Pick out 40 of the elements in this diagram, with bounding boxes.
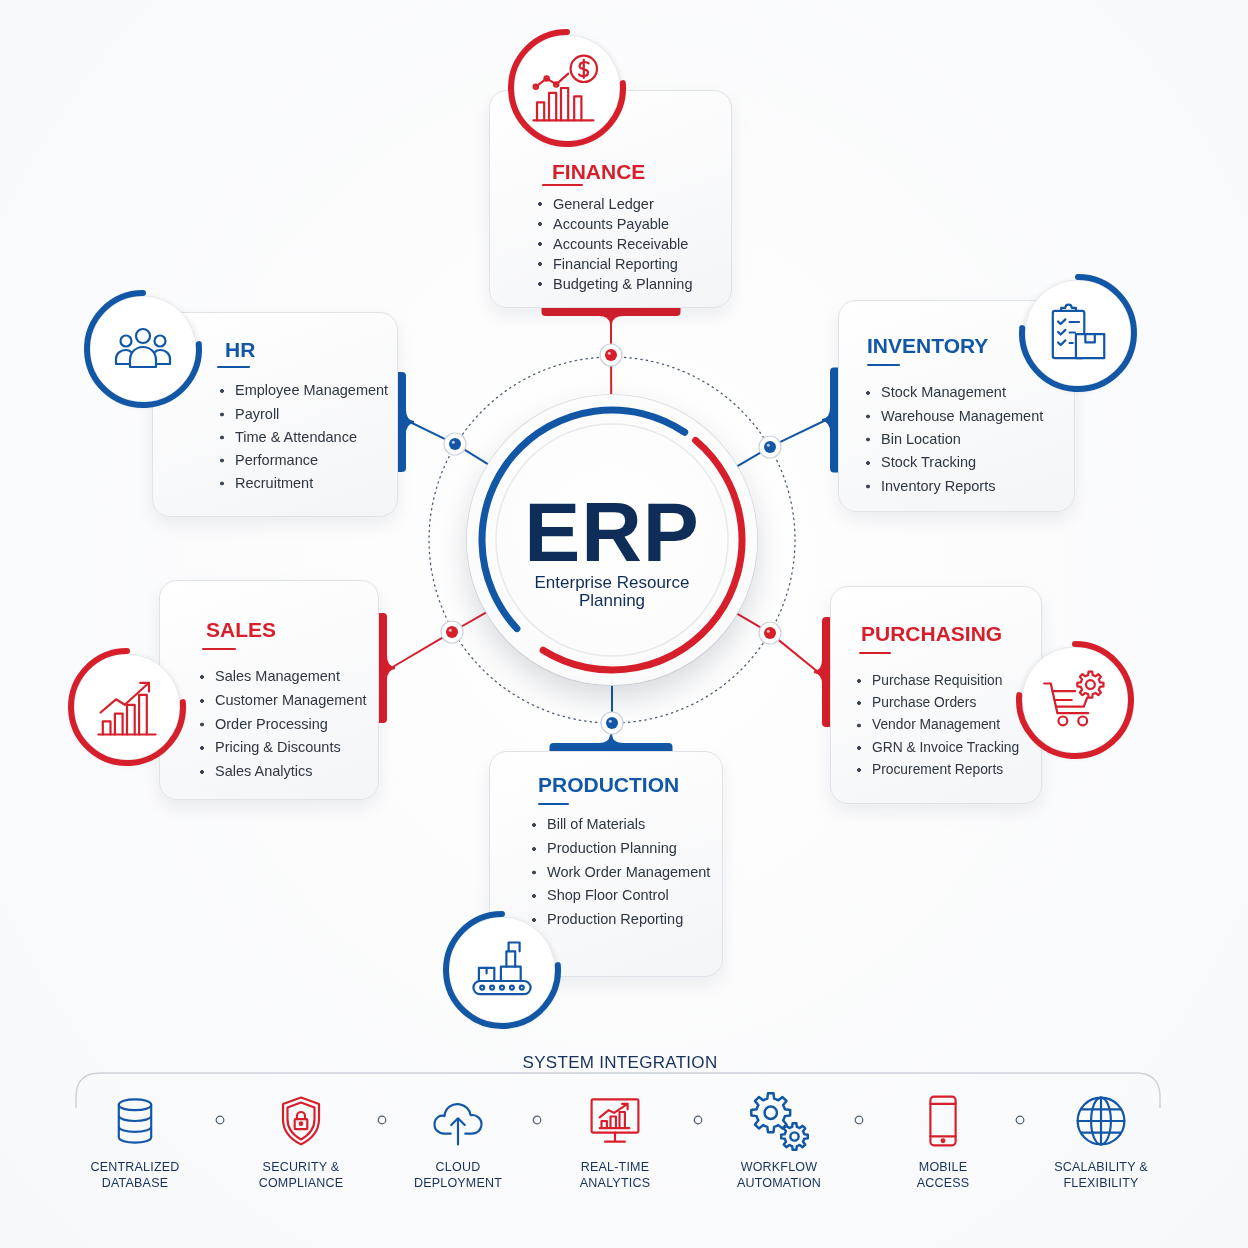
feature-label: REAL-TIME ANALYTICS (578, 1159, 652, 1191)
connector-line (736, 612, 762, 629)
junction-node (440, 620, 464, 644)
connector-line (541, 307, 681, 345)
connector-line (378, 613, 444, 723)
module-card (489, 751, 723, 977)
module-heading: FINANCE (552, 159, 646, 185)
module-heading: PURCHASING (861, 621, 1003, 647)
feature-label: CLOUD DEPLOYMENT (412, 1159, 504, 1191)
module-card (152, 312, 398, 517)
module-card (159, 580, 379, 800)
feature-label: SCALABILITY & FLEXIBILITY (1053, 1159, 1149, 1191)
module-heading: PRODUCTION (538, 772, 680, 798)
feature-label: WORKFLOW AUTOMATION (735, 1159, 823, 1191)
connector-line (397, 372, 447, 472)
connector-line (778, 367, 839, 473)
module-card (838, 300, 1075, 512)
feature-label: SECURITY & COMPLIANCE (257, 1159, 345, 1191)
junction-node (758, 621, 782, 645)
connector-line (460, 611, 488, 628)
connector-line (736, 451, 762, 468)
module-heading: INVENTORY (867, 333, 989, 359)
connector-line (611, 684, 613, 713)
junction-node (443, 432, 467, 456)
feature-label: CENTRALIZED DATABASE (89, 1159, 181, 1191)
connector-line (463, 448, 490, 466)
module-card (489, 90, 732, 308)
junction-node (600, 711, 624, 735)
junction-node (599, 343, 623, 367)
hub-subtitle: Enterprise Resource Planning (533, 574, 691, 610)
hub-title: ERP (524, 487, 700, 577)
feature-label: MOBILE ACCESS (915, 1159, 971, 1191)
section-title: SYSTEM INTEGRATION (522, 1054, 718, 1072)
connector-line (549, 733, 673, 752)
junction-node (758, 435, 782, 459)
module-heading: HR (225, 337, 256, 363)
module-heading: SALES (206, 617, 276, 643)
module-card (830, 586, 1042, 804)
connector-line (777, 617, 831, 727)
connector-line (610, 365, 613, 396)
